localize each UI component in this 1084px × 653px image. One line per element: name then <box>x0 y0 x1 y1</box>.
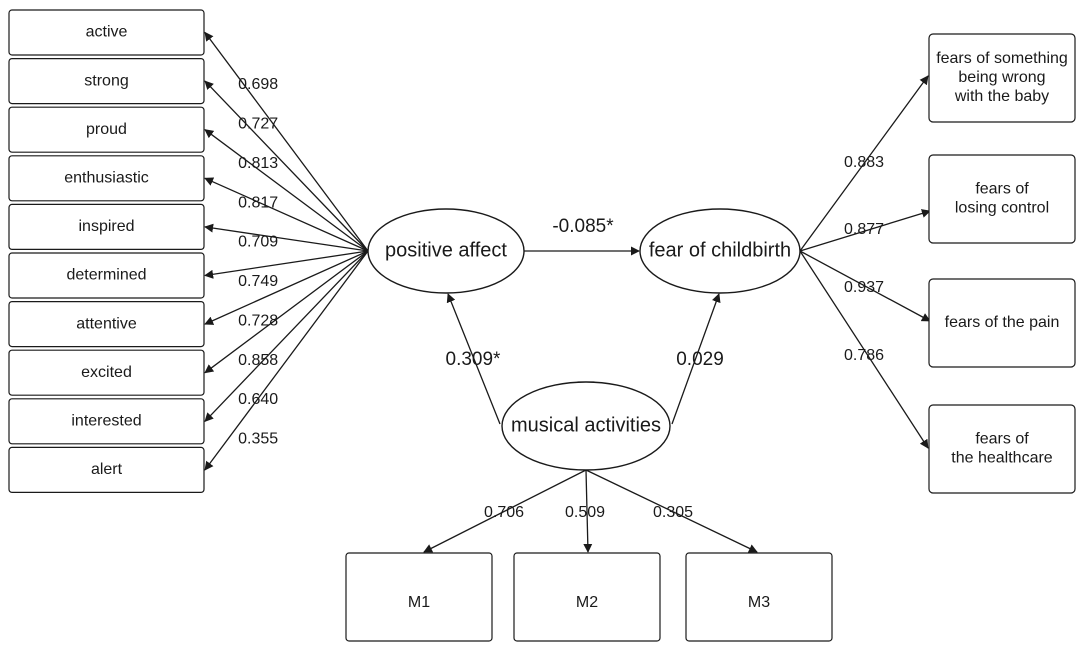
loading-arrow <box>204 250 369 422</box>
indicator-label-line: fears of <box>975 431 1029 448</box>
indicator-box-fear-2 <box>928 154 1076 244</box>
indicator-box-fear-3 <box>928 278 1076 368</box>
indicator-label-line: fears of something <box>936 50 1068 67</box>
loading-value: 0.937 <box>844 279 884 296</box>
loading-arrow <box>799 75 929 252</box>
indicator-box-excited <box>8 349 205 396</box>
loading-arrow <box>204 129 369 252</box>
loading-arrow <box>204 250 369 325</box>
positive-affect-latent <box>367 208 525 294</box>
loading-value: 0.786 <box>844 347 884 364</box>
loading-arrow <box>799 209 931 252</box>
loading-arrow <box>799 250 931 322</box>
indicator-label: alert <box>91 461 123 478</box>
indicator-label: inspired <box>78 218 134 235</box>
loading-value: 0.749 <box>238 273 278 290</box>
loading-value: 0.509 <box>565 504 605 521</box>
loading-value: 0.817 <box>238 194 278 211</box>
indicator-label: M2 <box>576 594 598 611</box>
indicator-label-line: with the baby <box>954 88 1049 105</box>
labels-layer: 0.698 0.727 0.813 0.817 0.709 0.749 0.728 0.858… <box>238 76 884 521</box>
fear-of-childbirth-latent <box>639 208 801 294</box>
path-coefficient-ma-to-pa: 0.309* <box>446 349 502 370</box>
loading-value: 0.883 <box>844 154 884 171</box>
edges-layer <box>204 31 931 553</box>
loading-value: 0.640 <box>238 391 278 408</box>
loading-arrow <box>585 469 758 553</box>
loading-value: 0.698 <box>238 76 278 93</box>
path-coefficient-pa-to-foc: -0.085* <box>552 216 614 237</box>
positive-affect-latent-label: positive affect <box>385 239 507 261</box>
indicator-label: attentive <box>76 315 137 332</box>
loading-value: 0.877 <box>844 221 884 238</box>
indicator-label: strong <box>84 72 128 89</box>
loading-arrow <box>583 469 593 553</box>
indicator-box-interested <box>8 398 205 445</box>
musical-activities-latent-label: musical activities <box>511 414 661 436</box>
loading-value: 0.727 <box>238 116 278 133</box>
path-arrow-ma-to-foc <box>671 293 721 425</box>
fear-of-childbirth-latent-label: fear of childbirth <box>649 239 791 261</box>
indicator-box-proud <box>8 106 205 153</box>
indicator-box-M3 <box>685 552 833 642</box>
loading-arrow <box>204 223 369 252</box>
indicator-label-line: fears of the pain <box>945 314 1060 331</box>
loading-arrow <box>204 177 369 252</box>
indicator-label: active <box>86 24 128 41</box>
loading-arrow <box>799 250 929 449</box>
path-arrow-ma-to-pa <box>446 293 501 425</box>
loading-value: 0.305 <box>653 504 693 521</box>
loading-arrow <box>204 250 369 471</box>
indicator-box-attentive <box>8 301 205 348</box>
indicator-label: excited <box>81 364 132 381</box>
loading-value: 0.706 <box>484 504 524 521</box>
loading-value: 0.858 <box>238 352 278 369</box>
loading-value: 0.709 <box>238 234 278 251</box>
indicator-label: M1 <box>408 594 430 611</box>
indicator-label: determined <box>66 267 146 284</box>
indicator-label: M3 <box>748 594 770 611</box>
indicator-label-line: fears of <box>975 181 1029 198</box>
indicator-label-line: being wrong <box>958 69 1045 86</box>
loading-arrow <box>423 469 587 553</box>
indicator-box-M2 <box>513 552 661 642</box>
indicator-label: enthusiastic <box>64 170 149 187</box>
indicator-label: interested <box>71 413 141 430</box>
path-coefficient-ma-to-foc: 0.029 <box>676 349 724 370</box>
loading-arrow <box>204 80 369 252</box>
indicator-box-inspired <box>8 203 205 250</box>
indicator-box-strong <box>8 57 205 105</box>
indicator-label-line: the healthcare <box>951 450 1053 467</box>
indicator-box-alert <box>8 446 205 493</box>
loading-arrow <box>204 31 369 252</box>
loading-value: 0.728 <box>238 312 278 329</box>
indicator-box-fear-4 <box>928 404 1076 494</box>
indicator-box-fear-1 <box>928 33 1076 123</box>
indicator-label-line: losing control <box>955 200 1049 217</box>
indicator-label: proud <box>86 121 127 138</box>
indicator-box-determined <box>8 252 205 299</box>
loading-arrow <box>204 250 369 374</box>
loading-value: 0.813 <box>238 155 278 172</box>
musical-activities-latent <box>501 381 671 471</box>
indicator-box-M1 <box>345 552 493 642</box>
loading-value: 0.355 <box>238 431 278 448</box>
indicator-box-enthusiastic <box>8 155 205 202</box>
indicator-box-active <box>8 9 205 56</box>
loading-arrow <box>204 250 369 279</box>
nodes-layer: active strong proud enthusiastic inspired det… <box>8 9 1076 642</box>
